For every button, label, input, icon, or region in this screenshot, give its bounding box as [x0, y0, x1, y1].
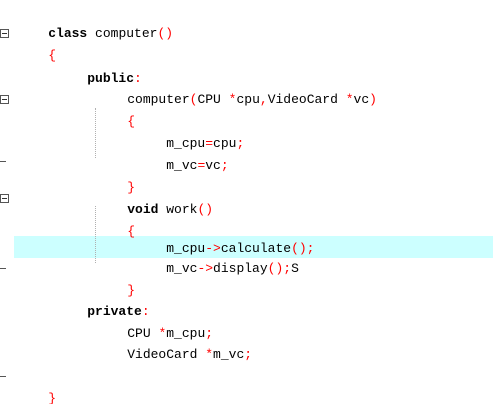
paren-close: ) [369, 92, 377, 107]
identifier-cpu: cpu [213, 136, 237, 151]
pointer-star: * [205, 347, 214, 362]
method-calculate: calculate [220, 241, 292, 256]
semicolon: ; [205, 326, 214, 341]
code-line-18[interactable]: } [17, 366, 56, 404]
type-cpu: CPU [197, 92, 229, 107]
fold-class-icon[interactable] [0, 29, 9, 38]
identifier-computer: computer [87, 26, 158, 41]
brace-open: { [127, 114, 136, 129]
param-vc: vc [353, 92, 370, 107]
brace-open: { [48, 48, 57, 63]
code-line-4[interactable]: computer(CPU *cpu,VideoCard *vc) [96, 67, 377, 107]
semicolon: ; [220, 158, 229, 173]
call-parens: (); [267, 261, 292, 276]
code-line-9[interactable]: void work() [96, 177, 213, 217]
current-line-highlight [14, 236, 493, 258]
code-line-3[interactable]: public: [56, 46, 142, 86]
indent-guide-work [95, 206, 96, 263]
fold-work-icon[interactable] [0, 194, 9, 203]
assign-operator: = [205, 136, 214, 151]
fold-gutter [0, 0, 12, 404]
pointer-star: * [158, 326, 167, 341]
keyword-private: private [87, 304, 142, 319]
fold-end-constructor-icon [0, 161, 6, 162]
semicolon: ; [236, 136, 245, 151]
semicolon: ; [244, 347, 253, 362]
arrow-operator: -> [205, 241, 221, 256]
member-m-vc: m_vc [213, 347, 245, 362]
pointer-star: * [228, 92, 237, 107]
keyword-public: public [87, 71, 135, 86]
comma: , [259, 92, 268, 107]
pointer-star: * [345, 92, 354, 107]
member-m-vc: m_vc [166, 261, 198, 276]
code-line-1[interactable]: class computer() [17, 1, 173, 41]
member-m-cpu: m_cpu [166, 326, 206, 341]
code-line-13[interactable]: } [96, 258, 135, 298]
punctuation-parens: () [157, 26, 174, 41]
code-line-2[interactable]: { [17, 23, 56, 63]
colon: : [134, 71, 142, 86]
brace-open: { [127, 224, 136, 239]
code-line-11[interactable]: m_cpu->calculate(); [135, 216, 314, 256]
code-line-15[interactable]: CPU *m_cpu; [96, 301, 213, 341]
colon: : [141, 304, 150, 319]
identifier-computer: computer [127, 92, 190, 107]
call-parens: (); [291, 241, 315, 256]
punctuation-parens: () [197, 202, 214, 217]
arrow-operator: -> [197, 261, 214, 276]
type-videocard: VideoCard [267, 92, 346, 107]
code-line-10[interactable]: { [96, 199, 135, 239]
identifier-vc: vc [205, 158, 221, 173]
code-line-12-current[interactable]: m_vc->display();S [135, 236, 299, 276]
identifier-work: work [158, 202, 198, 217]
assign-operator: = [197, 158, 206, 173]
paren-open: ( [189, 92, 198, 107]
fold-end-class-icon [0, 376, 6, 377]
fold-end-work-icon [0, 268, 6, 269]
typed-character: S [291, 261, 299, 276]
code-line-8[interactable]: } [96, 155, 135, 195]
brace-close: } [127, 180, 136, 195]
param-cpu: cpu [236, 92, 260, 107]
brace-close: } [48, 391, 57, 404]
code-line-17[interactable] [17, 344, 48, 366]
member-m-vc: m_vc [166, 158, 198, 173]
code-line-16[interactable]: VideoCard *m_vc; [96, 322, 252, 362]
fold-constructor-icon[interactable] [0, 95, 9, 104]
indent-guide-constructor [95, 108, 96, 158]
member-m-cpu: m_cpu [166, 136, 206, 151]
code-line-14[interactable]: private: [56, 279, 149, 319]
type-videocard: VideoCard [127, 347, 206, 362]
code-line-5[interactable]: { [96, 89, 135, 129]
member-m-cpu: m_cpu [166, 241, 206, 256]
type-cpu: CPU [127, 326, 159, 341]
keyword-class: class [48, 26, 88, 41]
code-line-6[interactable]: m_cpu=cpu; [135, 111, 244, 151]
method-display: display [213, 261, 268, 276]
keyword-void: void [127, 202, 159, 217]
brace-close: } [127, 283, 136, 298]
code-line-7[interactable]: m_vc=vc; [135, 133, 228, 173]
